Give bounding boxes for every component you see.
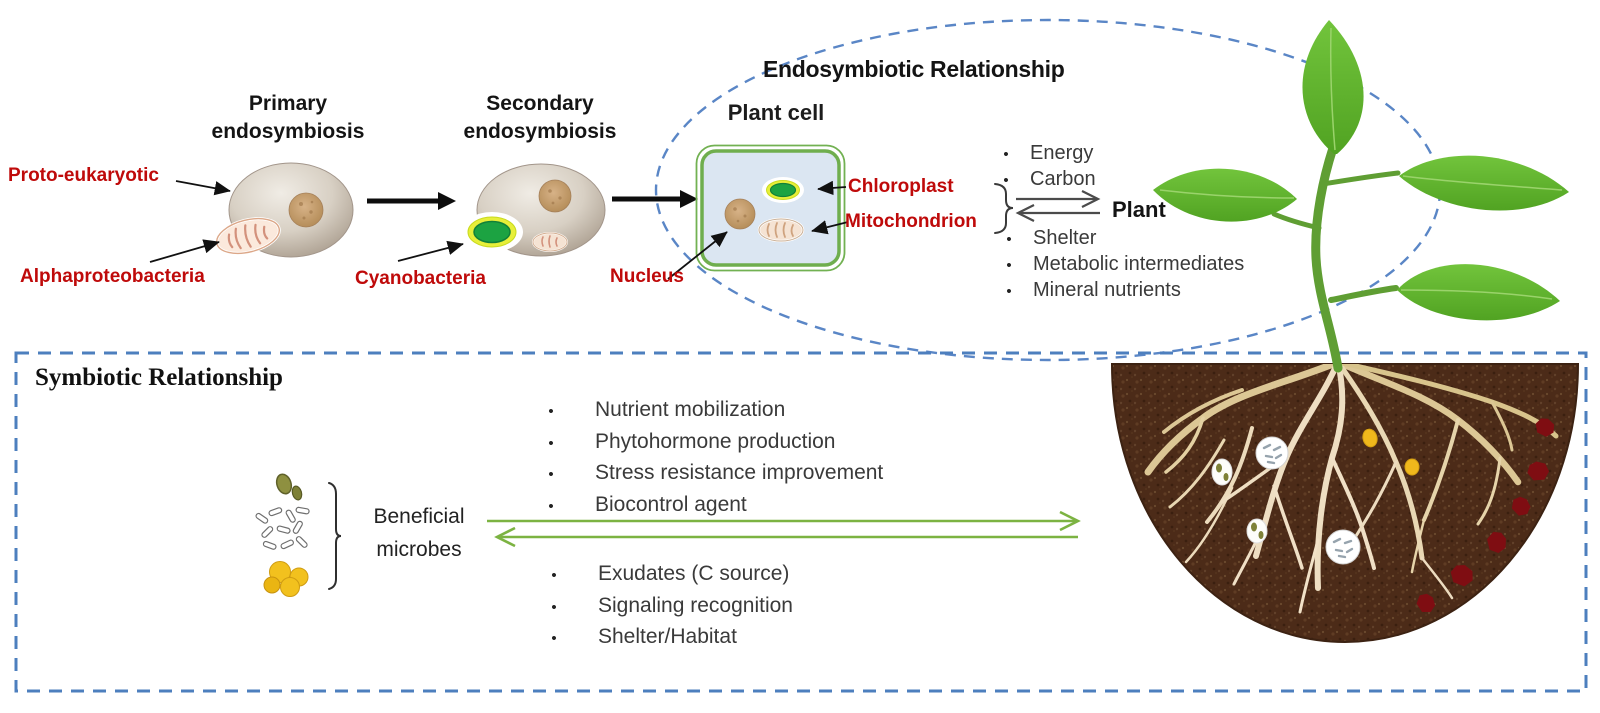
plant-gives-list: • Shelter • Metabolic intermediates • Mi… — [1001, 226, 1244, 304]
list-item-label: Energy — [1030, 142, 1094, 164]
list-item-label: Mineral nutrients — [1033, 279, 1181, 301]
nucleus-label: Nucleus — [610, 266, 684, 287]
list-item: • Carbon — [998, 167, 1096, 193]
nucleus-arrow — [667, 231, 728, 280]
chloroplast-icon — [461, 212, 523, 252]
cyanobacteria-arrow — [397, 240, 464, 262]
list-item: • Energy — [998, 141, 1096, 167]
spore-nodule-icon — [1211, 458, 1268, 544]
primary-to-secondary-arrow — [367, 192, 456, 210]
rod-bacteria-icon — [255, 506, 310, 550]
chloroplast-label: Chloroplast — [848, 176, 954, 197]
list-item: • Exudates (C source) — [546, 559, 793, 591]
list-item-label: Exudates (C source) — [598, 562, 790, 585]
list-item-label: Stress resistance improvement — [595, 461, 884, 484]
yellow-nodule-icon — [1362, 428, 1420, 476]
secondary-endosymbiosis-title: Secondary endosymbiosis — [463, 92, 617, 144]
leaf-icon — [1153, 20, 1569, 321]
bullet-icon: • — [551, 567, 557, 584]
microbes-bracket — [328, 482, 342, 590]
bullet-icon: • — [1006, 257, 1012, 274]
beneficial-microbes-label: Beneficial microbes — [373, 505, 465, 561]
primary-cell-illustration — [215, 162, 354, 258]
cyanobacteria-label: Cyanobacteria — [355, 268, 486, 289]
list-item: • Shelter/Habitat — [546, 622, 793, 654]
mitochondrion-label: Mitochondrion — [845, 211, 977, 232]
list-item: • Biocontrol agent — [543, 490, 883, 522]
list-item: • Signaling recognition — [546, 591, 793, 623]
list-item: • Nutrient mobilization — [543, 395, 883, 427]
primary-endosymbiosis-title: Primary endosymbiosis — [211, 92, 365, 144]
stem — [1311, 143, 1343, 373]
alphaproteobacteria-label: Alphaproteobacteria — [20, 266, 205, 287]
chloroplast-icon — [762, 177, 804, 203]
plant-cell-illustration — [695, 144, 846, 272]
list-item-label: Carbon — [1030, 168, 1096, 190]
bullet-icon: • — [548, 466, 554, 483]
root-nodule-bacteria-icon — [1255, 436, 1361, 565]
bullet-icon: • — [1006, 231, 1012, 248]
nucleus-icon — [288, 192, 324, 228]
symbiotic-relationship-title: Symbiotic Relationship — [35, 364, 283, 391]
proto-eukaryotic-arrow — [175, 180, 231, 196]
yellow-cocci-icon — [263, 561, 309, 597]
alphaproteobacteria-arrow — [149, 239, 220, 263]
secondary-cell-illustration — [461, 163, 606, 257]
secondary-to-plantcell-arrow — [612, 190, 698, 208]
organelle-brace — [994, 183, 1014, 234]
plant-label: Plant — [1112, 197, 1166, 222]
bullet-icon: • — [548, 497, 554, 515]
list-item-label: Signaling recognition — [598, 593, 793, 617]
list-item-label: Nutrient mobilization — [595, 398, 786, 421]
soil-illustration — [1110, 363, 1580, 644]
bullet-icon: • — [551, 598, 557, 616]
mitochondrion-icon — [757, 217, 805, 243]
bullet-icon: • — [548, 434, 554, 452]
bullet-icon: • — [1006, 283, 1012, 300]
list-item: • Shelter — [1001, 226, 1244, 252]
list-item: • Stress resistance improvement — [543, 458, 883, 490]
organelle-gives-list: • Energy • Carbon — [998, 141, 1096, 193]
proto-eukaryotic-label: Proto-eukaryotic — [8, 165, 159, 186]
list-item-label: Shelter — [1033, 227, 1097, 249]
microbe-plant-exchange-arrows — [487, 510, 1081, 548]
list-item: • Phytohormone production — [543, 427, 883, 459]
chloroplast-arrow — [817, 180, 847, 196]
nucleus-icon — [724, 198, 756, 230]
bullet-icon: • — [548, 403, 554, 420]
nucleus-icon — [538, 179, 572, 213]
plant-exchange-arrows — [1015, 190, 1101, 222]
plant-illustration — [1153, 20, 1569, 373]
list-item-label: Biocontrol agent — [595, 492, 747, 516]
list-item-label: Metabolic intermediates — [1033, 253, 1245, 275]
mitochondrion-arrow — [811, 220, 849, 235]
bullet-icon: • — [1003, 146, 1009, 163]
symbiotic-boundary-rect — [14, 351, 1588, 693]
mitochondrion-icon — [532, 232, 568, 252]
endosymbiotic-relationship-title: Endosymbiotic Relationship — [763, 56, 1065, 82]
plant-offers-list: • Exudates (C source) • Signaling recogn… — [546, 559, 793, 654]
list-item-label: Phytohormone production — [595, 429, 836, 453]
beneficial-microbes-icon — [255, 473, 342, 597]
list-item: • Metabolic intermediates — [1001, 252, 1244, 278]
list-item-label: Shelter/Habitat — [598, 625, 737, 648]
plant-cell-title: Plant cell — [727, 100, 825, 125]
microbe-benefits-list: • Nutrient mobilization • Phytohormone p… — [543, 395, 883, 521]
bullet-icon: • — [1003, 172, 1009, 189]
list-item: • Mineral nutrients — [1001, 278, 1244, 304]
bullet-icon: • — [551, 630, 557, 647]
